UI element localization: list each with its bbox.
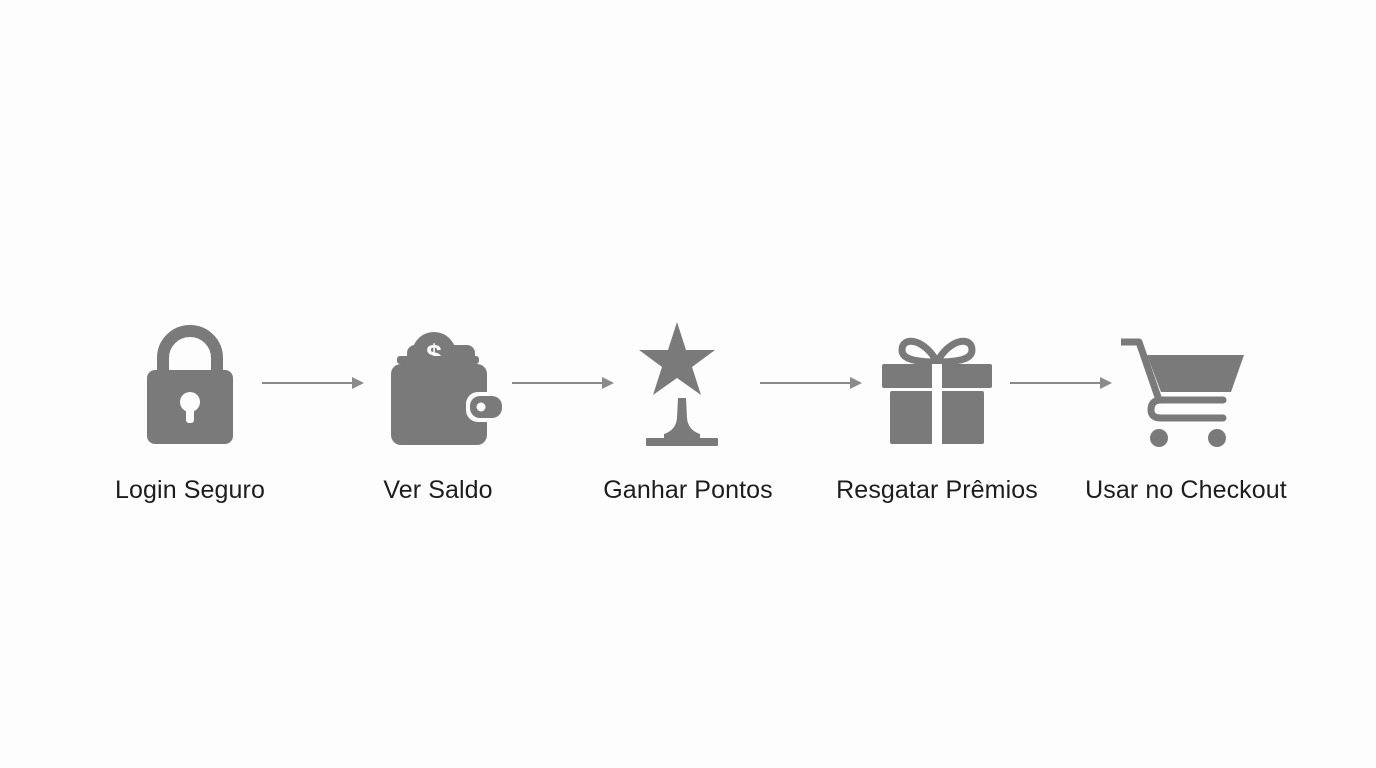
wallet-icon: $ bbox=[391, 332, 503, 445]
step-label: Resgatar Prêmios bbox=[836, 476, 1038, 504]
arrow-icon bbox=[262, 377, 364, 389]
star-trophy-icon bbox=[639, 322, 718, 446]
step-resgatar-premios: Resgatar Prêmios bbox=[817, 310, 1057, 520]
gift-icon bbox=[882, 337, 992, 444]
step-label: Usar no Checkout bbox=[1085, 476, 1287, 504]
step-ganhar-pontos: Ganhar Pontos bbox=[568, 310, 808, 520]
step-label: Login Seguro bbox=[115, 476, 265, 504]
step-label: Ganhar Pontos bbox=[603, 476, 773, 504]
arrow-icon bbox=[1010, 377, 1112, 389]
step-login-seguro: Login Seguro bbox=[70, 310, 310, 520]
shopping-cart-icon bbox=[1121, 338, 1244, 447]
step-ver-saldo: $ Ver Saldo bbox=[318, 310, 558, 520]
arrow-icon bbox=[760, 377, 862, 389]
lock-icon bbox=[147, 325, 233, 444]
step-usar-no-checkout: Usar no Checkout bbox=[1066, 310, 1306, 520]
step-label: Ver Saldo bbox=[383, 476, 493, 504]
arrow-icon bbox=[512, 377, 614, 389]
